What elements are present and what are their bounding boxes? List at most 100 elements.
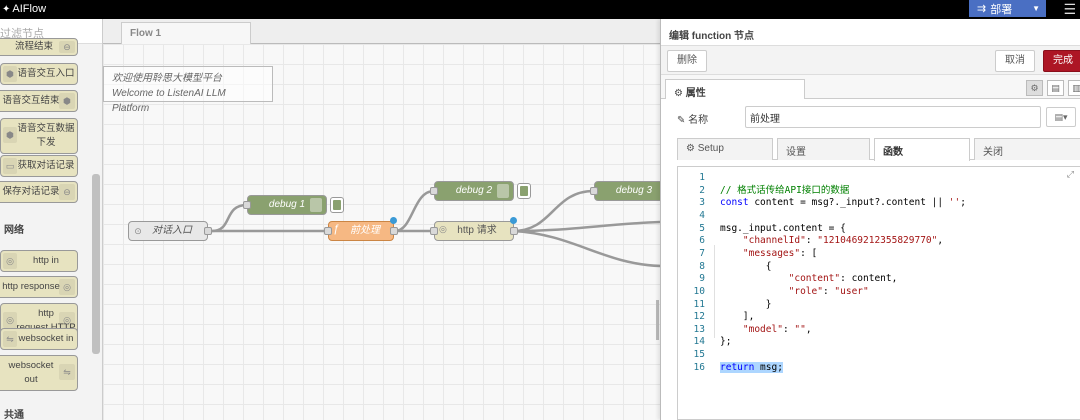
code-line[interactable]: 2 // 格式话传给API接口的数据 <box>678 184 1080 197</box>
input-port[interactable] <box>430 227 438 235</box>
deploy-button[interactable]: ⇉ 部署 ▼ <box>969 0 1046 17</box>
wire[interactable] <box>394 189 435 233</box>
line-number: 12 <box>693 311 705 323</box>
app-title: AIFlow <box>12 3 47 15</box>
tab-properties[interactable]: ⚙ 属性 <box>665 79 805 99</box>
deploy-label: 部署 <box>990 3 1013 16</box>
tab-settings[interactable]: 设置 <box>777 138 870 160</box>
cancel-button[interactable]: 取消 <box>995 50 1035 72</box>
line-number: 2 <box>699 184 705 196</box>
description-icon[interactable]: ▤ <box>1047 80 1064 96</box>
node-debug-1[interactable]: debug 1 <box>243 195 344 215</box>
output-port[interactable] <box>204 227 212 235</box>
comment-node[interactable]: 欢迎使用聆思大模型平台 Welcome to ListenAI LLM Plat… <box>103 66 273 114</box>
debug-toggle[interactable] <box>330 197 344 213</box>
tab-function[interactable]: 函数 <box>874 138 970 161</box>
code-line[interactable]: 8 { <box>678 260 1080 273</box>
palette-category-network[interactable]: 网络 <box>4 225 24 236</box>
palette-node-label: 语音交互数据 下发 <box>17 123 75 148</box>
node-icon: ⬢ <box>59 93 75 109</box>
function-tabs: ⚙ Setup 设置 函数 关闭 <box>677 138 1080 161</box>
globe-icon: ◎ <box>439 224 447 234</box>
code-line[interactable]: 12 ], <box>678 310 1080 323</box>
palette-node-label: 语音交互入口 <box>17 68 75 79</box>
input-port[interactable] <box>243 201 251 209</box>
palette-node-websocket-in[interactable]: ⇋ websocket in <box>0 328 78 350</box>
palette-node-http-response[interactable]: http response ◎ <box>0 276 78 298</box>
panel-splitter[interactable] <box>656 300 659 340</box>
code-text: return msg; <box>720 361 783 373</box>
globe-icon: ◎ <box>59 312 75 328</box>
output-port[interactable] <box>390 227 398 235</box>
node-http-request[interactable]: ◎ http 请求 <box>430 217 518 241</box>
code-line[interactable]: 6 "channelId": "1210469212355829770", <box>678 234 1080 247</box>
menu-icon[interactable]: ☰ <box>1063 1 1076 17</box>
appearance-icon[interactable]: ▥ <box>1068 80 1080 96</box>
code-line[interactable]: 9 "content": content, <box>678 272 1080 285</box>
code-line[interactable]: 4 <box>678 209 1080 222</box>
node-palette: 过滤节点 流程结束 ⊖ ⬢ 语音交互入口 语音交互结束 ⬢ ⬢ 语音交互数据 下… <box>0 19 103 420</box>
wire[interactable] <box>512 229 660 268</box>
code-text: { <box>720 260 772 272</box>
tab-close[interactable]: 关闭 <box>974 138 1080 160</box>
wire[interactable] <box>211 203 248 233</box>
node-icon: ⊖ <box>59 41 75 53</box>
code-line[interactable]: 16 return msg; <box>678 361 1080 374</box>
palette-node-flow-end[interactable]: 流程结束 ⊖ <box>0 38 78 56</box>
node-debug-2[interactable]: debug 2 <box>430 181 531 201</box>
settings-icon[interactable]: ⚙ <box>1026 80 1043 96</box>
node-debug-3[interactable]: debug 3 <box>590 181 660 201</box>
code-line[interactable]: 10 "role": "user" <box>678 285 1080 298</box>
palette-node-voice-data[interactable]: ⬢ 语音交互数据 下发 <box>0 118 78 154</box>
palette-node-voice-end[interactable]: 语音交互结束 ⬢ <box>0 90 78 112</box>
palette-node-http-in[interactable]: ◎ http in <box>0 250 78 272</box>
expand-icon[interactable]: ⤢ <box>1066 170 1074 180</box>
code-text: }; <box>720 336 732 348</box>
line-number: 11 <box>693 298 705 310</box>
output-port[interactable] <box>510 227 518 235</box>
line-number: 3 <box>699 197 705 209</box>
tab-setup[interactable]: ⚙ Setup <box>677 138 773 160</box>
code-line[interactable]: 7 "messages": [ <box>678 247 1080 260</box>
delete-button[interactable]: 删除 <box>667 50 707 72</box>
code-text: "content": content, <box>788 273 898 285</box>
code-line[interactable]: 1 <box>678 171 1080 184</box>
palette-node-save-history[interactable]: 保存对话记录 ⊖ <box>0 181 78 203</box>
line-number: 9 <box>699 273 705 285</box>
tab-flow-1[interactable]: Flow 1 <box>121 22 251 44</box>
input-port[interactable] <box>590 187 598 195</box>
code-line[interactable]: 13 "model": "", <box>678 323 1080 336</box>
code-line[interactable]: 15 <box>678 348 1080 361</box>
done-button[interactable]: 完成 <box>1043 50 1080 72</box>
debug-toggle[interactable] <box>517 183 531 199</box>
line-number: 10 <box>693 285 705 297</box>
icon-picker-button[interactable]: ▤▾ <box>1046 107 1076 127</box>
palette-node-voice-entry[interactable]: ⬢ 语音交互入口 <box>0 63 78 85</box>
chevron-down-icon[interactable]: ▼ <box>1032 4 1040 13</box>
node-inject[interactable]: ⊙ 对话入口 <box>128 221 212 241</box>
code-line[interactable]: 11 } <box>678 298 1080 311</box>
code-text: ], <box>720 311 755 323</box>
line-number: 5 <box>699 222 705 234</box>
name-input[interactable]: 前处理 <box>745 106 1041 128</box>
palette-node-label: 获取对话记录 <box>17 160 75 171</box>
globe-icon: ◎ <box>59 279 75 295</box>
palette-scrollbar[interactable] <box>92 174 100 354</box>
flow-workspace[interactable]: 欢迎使用聆思大模型平台 Welcome to ListenAI LLM Plat… <box>103 44 660 420</box>
input-port[interactable] <box>324 227 332 235</box>
input-port[interactable] <box>430 187 438 195</box>
line-number: 16 <box>693 361 705 373</box>
node-function[interactable]: ƒ 前处理 <box>324 217 398 241</box>
comment-line-zh: 欢迎使用聆思大模型平台 <box>112 73 222 84</box>
code-text: } <box>720 298 772 310</box>
palette-node-get-history[interactable]: ▭ 获取对话记录 <box>0 155 78 177</box>
palette-node-websocket-out[interactable]: websocket out ⇋ <box>0 355 78 391</box>
code-line[interactable]: 14}; <box>678 335 1080 348</box>
node-icon: ▭ <box>3 158 17 174</box>
wire[interactable] <box>512 220 660 233</box>
code-text: // 格式话传给API接口的数据 <box>720 184 850 196</box>
palette-category-common[interactable]: 共通 <box>4 410 24 420</box>
